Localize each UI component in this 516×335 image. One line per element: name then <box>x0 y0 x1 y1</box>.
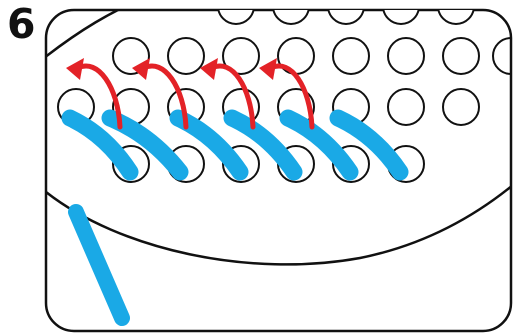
red-arrow-icon <box>259 58 315 130</box>
red-arrow-icon <box>132 58 189 130</box>
direction-arrows <box>66 58 315 130</box>
hole-icon <box>332 37 370 75</box>
hole-icon <box>222 37 260 75</box>
hole-icon <box>217 10 255 25</box>
hole-icon <box>327 10 365 25</box>
hole-icon <box>387 37 425 75</box>
hole-icon <box>382 10 420 25</box>
step-number: 6 <box>7 0 36 48</box>
hole-icon <box>437 10 475 25</box>
red-arrow-icon <box>66 58 123 130</box>
thread-stitch <box>223 109 303 181</box>
fabric-bottom-edge <box>46 184 511 266</box>
red-arrow-icon <box>200 58 256 130</box>
thread-stitch <box>61 109 139 181</box>
hole-icon <box>492 37 511 75</box>
hole-icon <box>167 37 205 75</box>
thread-tail <box>68 204 130 326</box>
hole-icon <box>387 88 425 126</box>
thread-stitch <box>329 109 409 181</box>
hole-icon <box>442 88 480 126</box>
hole-grid-edge <box>492 37 511 75</box>
hole-icon <box>272 10 310 25</box>
fabric-top-edge <box>46 10 151 59</box>
hole-icon <box>442 37 480 75</box>
thread-stitch <box>279 109 359 181</box>
